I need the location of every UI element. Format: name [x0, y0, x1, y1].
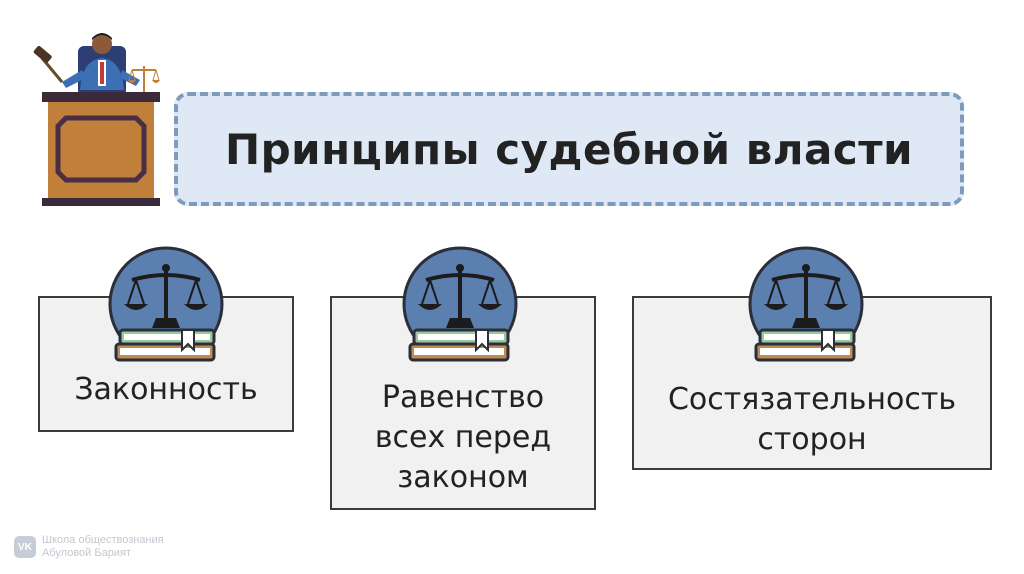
scales-on-books-icon	[398, 246, 522, 374]
gavel-icon	[33, 45, 62, 82]
scales-on-books-icon	[744, 246, 868, 374]
principle-card-label: Законность	[40, 370, 292, 410]
watermark: VK Школа обществознания Абуловой Барият	[14, 534, 164, 560]
vk-logo-icon: VK	[14, 536, 36, 558]
principle-card-label: Равенство всех перед законом	[332, 378, 594, 498]
scales-on-books-icon	[104, 246, 228, 374]
title-banner: Принципы судебной власти	[174, 92, 964, 206]
page-title: Принципы судебной власти	[225, 125, 913, 174]
watermark-text: Школа обществознания Абуловой Барият	[42, 534, 164, 560]
principle-card-label: Состязательность сторон	[634, 380, 990, 460]
judge-icon	[32, 30, 172, 210]
